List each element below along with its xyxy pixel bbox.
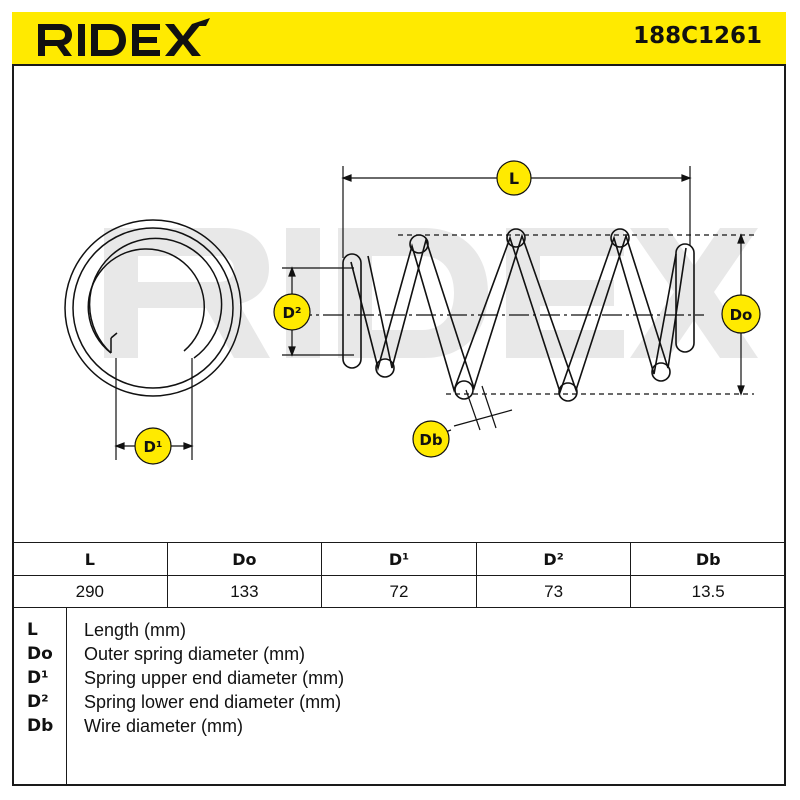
legend-key: Do <box>27 644 53 664</box>
svg-text:Do: Do <box>730 306 753 324</box>
legend-desc: Wire diameter (mm) <box>84 716 244 736</box>
dimension-value: 73 <box>475 575 632 608</box>
legend-item: L Length (mm) <box>14 620 784 644</box>
dimensions-header-row: L Do D¹ D² Db <box>12 542 786 576</box>
dimension-value: 290 <box>12 575 168 608</box>
legend-desc: Outer spring diameter (mm) <box>84 644 306 664</box>
legend-key: D¹ <box>27 668 49 688</box>
legend-item: Do Outer spring diameter (mm) <box>14 644 784 668</box>
dimensions-table: L Do D¹ D² Db 290 133 72 73 13.5 <box>12 542 786 608</box>
legend-key: L <box>27 620 38 640</box>
legend-key: D² <box>27 692 49 712</box>
dimension-value: 133 <box>166 575 323 608</box>
spring-diagram: L Do D² D¹ Db <box>64 160 761 465</box>
legend-item: Db Wire diameter (mm) <box>14 716 784 740</box>
legend-desc: Spring lower end diameter (mm) <box>84 692 342 712</box>
dimension-header: Do <box>166 542 323 576</box>
legend-desc: Spring upper end diameter (mm) <box>84 668 345 688</box>
crest-lines <box>398 234 754 395</box>
label-db: Db <box>412 420 450 458</box>
legend-key: Db <box>27 716 54 736</box>
legend-item: D² Spring lower end diameter (mm) <box>14 692 784 716</box>
legend-item: D¹ Spring upper end diameter (mm) <box>14 668 784 692</box>
svg-text:Db: Db <box>419 431 442 449</box>
legend-divider <box>66 608 67 784</box>
legend: L Length (mm) Do Outer spring diameter (… <box>14 608 784 784</box>
dimension-header: D² <box>475 542 632 576</box>
svg-text:D¹: D¹ <box>143 438 162 456</box>
header-bar: 188C1261 <box>12 12 786 66</box>
label-d2: D² <box>273 293 311 331</box>
label-l: L <box>496 160 532 196</box>
svg-text:D²: D² <box>282 304 301 322</box>
label-do: Do <box>721 294 761 334</box>
svg-text:L: L <box>509 169 519 188</box>
dimension-header: D¹ <box>321 542 477 576</box>
part-number: 188C1261 <box>633 23 762 49</box>
ridex-logo <box>38 18 210 56</box>
dimensions-value-row: 290 133 72 73 13.5 <box>12 575 786 608</box>
dimension-value: 13.5 <box>630 575 786 608</box>
spring-end-view <box>64 219 242 397</box>
spring-side-view <box>342 228 695 402</box>
dimension-header: L <box>12 542 168 576</box>
dimension-header: Db <box>630 542 786 576</box>
dimension-value: 72 <box>321 575 477 608</box>
label-d1: D¹ <box>134 427 172 465</box>
legend-desc: Length (mm) <box>84 620 187 640</box>
